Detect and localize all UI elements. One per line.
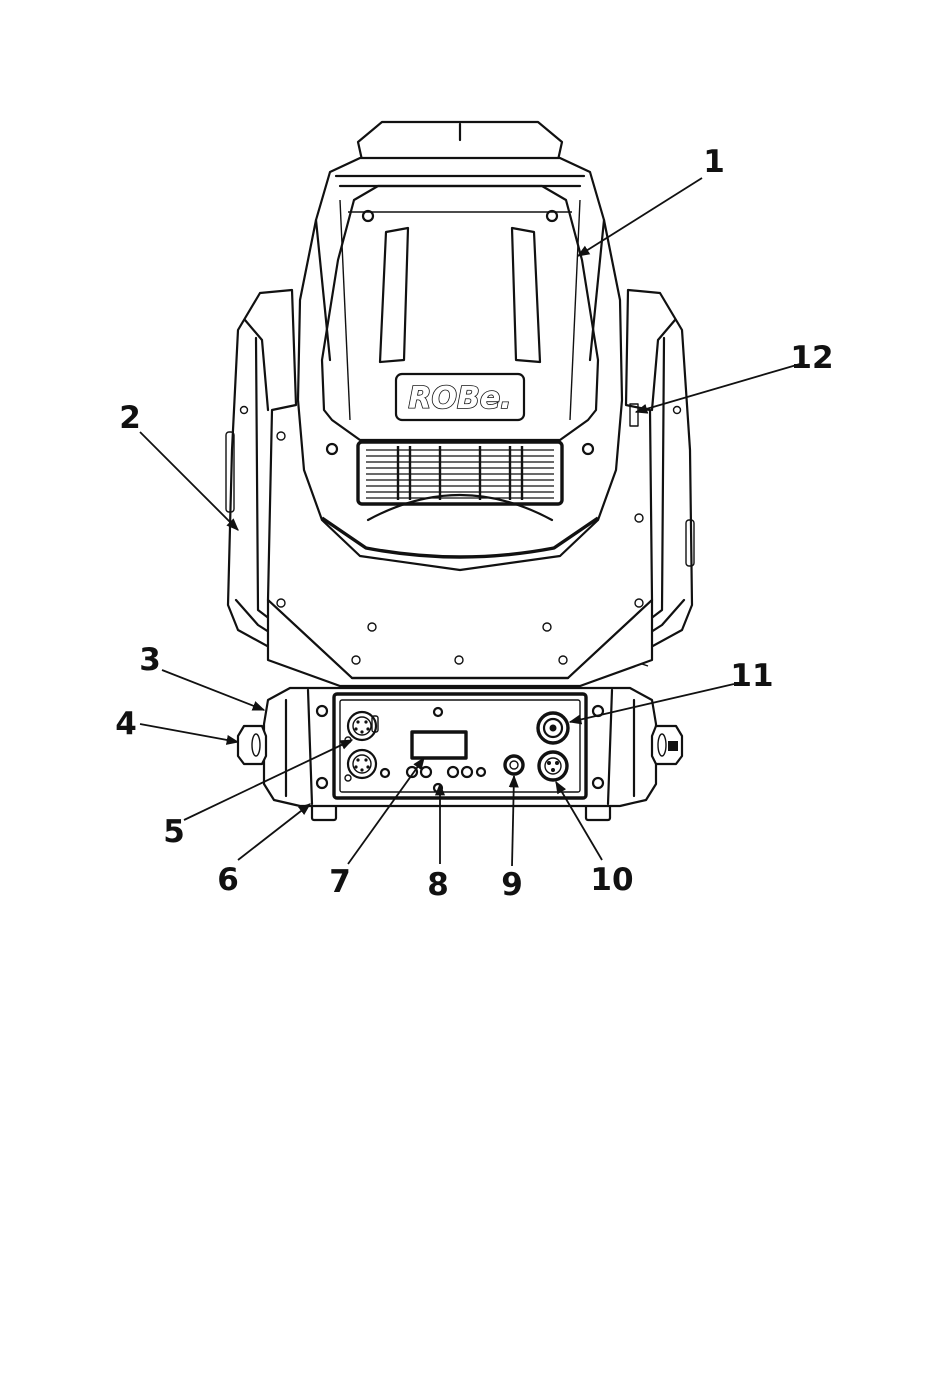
callout-8: 8 xyxy=(427,867,449,903)
callout-2: 2 xyxy=(119,400,141,436)
head: ROBe. xyxy=(298,122,622,570)
callout-11: 11 xyxy=(730,658,773,694)
callout-9: 9 xyxy=(501,867,523,903)
yoke-crossbar xyxy=(268,600,652,692)
callout-1: 1 xyxy=(703,144,725,180)
callout-3: 3 xyxy=(139,642,161,678)
robe-logo: ROBe. xyxy=(408,381,511,416)
base xyxy=(238,688,682,820)
callout-6: 6 xyxy=(217,862,239,898)
callout-7: 7 xyxy=(329,864,351,900)
callout-5: 5 xyxy=(163,814,185,850)
callout-4: 4 xyxy=(115,706,137,742)
callout-12: 12 xyxy=(790,340,833,376)
callout-10: 10 xyxy=(590,862,633,898)
